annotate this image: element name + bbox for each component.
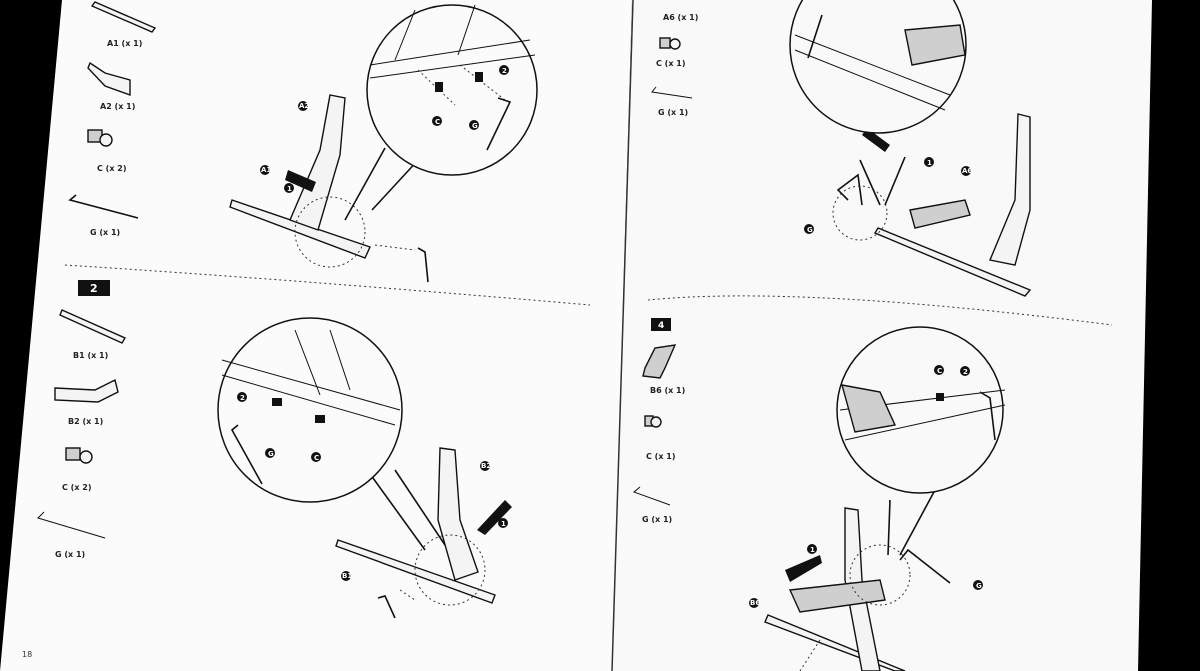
part-label: B6 (x 1) <box>650 386 685 395</box>
step4-callouts: B6 1 2 C G <box>749 365 983 608</box>
part-label: G (x 1) <box>90 228 120 237</box>
step-number-badge <box>78 280 110 296</box>
part-label: C (x 2) <box>62 483 91 492</box>
part-b1-icon <box>59 309 127 344</box>
step-number-badge <box>651 318 671 331</box>
callout-label: 1 <box>810 546 815 554</box>
part-b2-icon <box>54 378 119 403</box>
callout-label: C <box>937 367 942 375</box>
step1-assembly-drawing <box>229 4 538 283</box>
bolt-c-icon <box>644 415 662 428</box>
callout-label: A1 <box>261 166 271 174</box>
part-label: C (x 2) <box>97 164 126 173</box>
part-b6-icon <box>642 344 677 379</box>
callout-label: A6 <box>962 167 972 175</box>
step1-callouts: A1 A2 1 2 C G <box>260 65 509 193</box>
step3-assembly-drawing <box>789 0 1032 297</box>
part-label: A6 (x 1) <box>663 13 698 22</box>
part-label: G (x 1) <box>55 550 85 559</box>
callout-label: C <box>435 118 440 126</box>
step-divider-left <box>64 264 591 306</box>
step-number: 2 <box>90 282 98 295</box>
part-label: A2 (x 1) <box>100 102 135 111</box>
part-a2-icon <box>87 61 131 96</box>
step2-assembly-drawing <box>217 317 512 619</box>
bolt-c-icon <box>65 447 93 464</box>
part-label: C (x 1) <box>656 59 685 68</box>
bolt-c-icon <box>87 129 113 147</box>
callout-label: G <box>268 450 274 458</box>
bolt-c-icon <box>659 37 681 50</box>
callout-label: A2 <box>299 102 309 110</box>
callout-label: 2 <box>240 394 245 402</box>
step3-callouts: A6 1 G <box>804 157 972 234</box>
step-number: 4 <box>658 321 664 331</box>
callout-label: 2 <box>502 67 507 75</box>
hex-key-g-icon <box>651 86 693 99</box>
part-label: A1 (x 1) <box>107 39 142 48</box>
hex-key-g-icon <box>633 486 671 506</box>
callout-label: 2 <box>963 368 968 376</box>
callout-label: 1 <box>501 520 506 528</box>
zoom-detail-circle <box>217 317 403 503</box>
part-label: C (x 1) <box>646 452 675 461</box>
callout-label: 1 <box>287 185 292 193</box>
step2-callouts: B2 B1 1 2 C G <box>237 392 508 581</box>
part-label: B1 (x 1) <box>73 351 108 360</box>
part-label: B2 (x 1) <box>68 417 103 426</box>
page-number: 18 <box>22 650 32 659</box>
callout-label: G <box>807 226 813 234</box>
hex-key-g-icon <box>37 511 106 539</box>
callout-label: B2 <box>481 462 491 470</box>
part-a1-icon <box>90 1 157 33</box>
part-label: G (x 1) <box>642 515 672 524</box>
hex-key-g-icon <box>68 194 139 219</box>
callout-label: B1 <box>342 572 352 580</box>
callout-label: C <box>314 454 319 462</box>
callout-label: B6 <box>750 599 760 607</box>
part-label: G (x 1) <box>658 108 688 117</box>
page-fold <box>611 0 634 671</box>
callout-label: 1 <box>927 159 932 167</box>
callout-label: G <box>472 122 478 130</box>
zoom-detail-circle <box>366 4 538 176</box>
callout-label: G <box>976 582 982 590</box>
